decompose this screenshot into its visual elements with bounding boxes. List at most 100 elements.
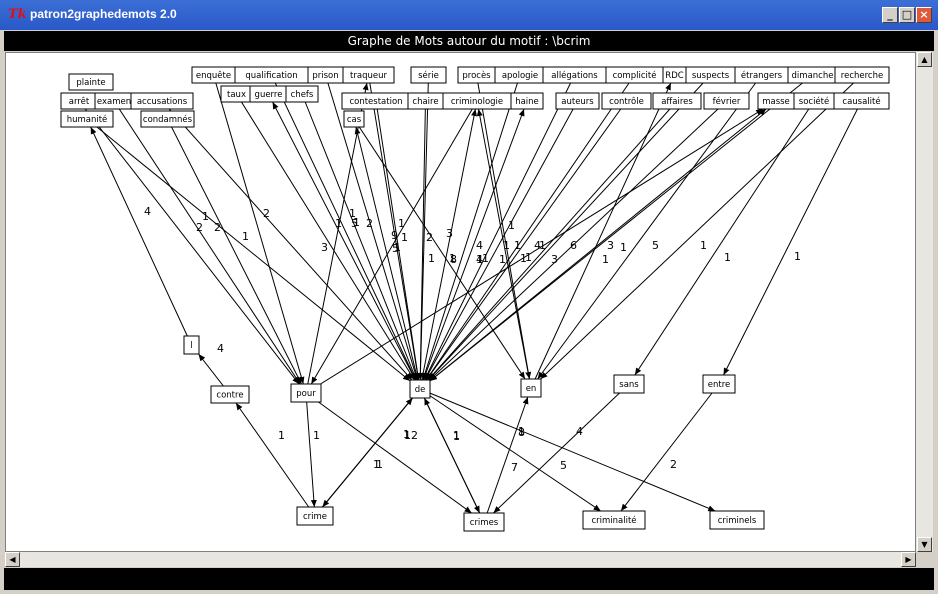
graph-edge-de-criminalite: [429, 395, 601, 512]
node-box: [210, 385, 250, 404]
graph-node-criminels[interactable]: criminels: [709, 510, 765, 530]
graph-node-prison[interactable]: prison: [307, 66, 344, 84]
edge-weight-label: 1: [499, 253, 506, 266]
graph-node-enquete[interactable]: enquête: [191, 66, 236, 84]
graph-node-contestation[interactable]: contestation: [341, 92, 411, 110]
edge-weight-label: 8: [450, 253, 457, 266]
edge-weight-label: 1: [353, 216, 360, 229]
node-label: pour: [296, 389, 316, 399]
graph-header-bar: Graphe de Mots autour du motif : \bcrim: [4, 31, 934, 51]
graph-edge-crime-contre: [235, 402, 310, 508]
graph-edge-apologie-de: [422, 82, 518, 381]
edge-weight-label: 4: [144, 205, 151, 218]
graph-node-crime[interactable]: crime: [296, 506, 334, 526]
graph-node-recherche[interactable]: recherche: [834, 66, 890, 84]
scroll-left-button[interactable]: ◀: [5, 552, 20, 567]
node-label: en: [526, 384, 537, 394]
graph-node-suspects[interactable]: suspects: [685, 66, 736, 84]
graph-node-masse[interactable]: masse: [757, 92, 795, 110]
edge-weight-label: 2: [670, 458, 677, 471]
graph-node-complicite[interactable]: complicité: [605, 66, 664, 84]
graph-edge-cas-en: [358, 126, 526, 380]
node-label: criminalité: [591, 515, 636, 526]
graph-node-accusations[interactable]: accusations: [130, 92, 194, 110]
graph-node-contre[interactable]: contre: [210, 385, 250, 404]
graph-edge-l-humanite: [90, 126, 188, 337]
node-label: arrêt: [69, 96, 90, 107]
graph-node-criminologie[interactable]: criminologie: [442, 92, 512, 110]
graph-node-arret[interactable]: arrêt: [60, 92, 98, 110]
edge-weight-label: 1: [449, 252, 456, 265]
graph-node-societe[interactable]: société: [793, 92, 835, 110]
graph-node-haine[interactable]: haine: [510, 92, 544, 110]
graph-edge-controle-de: [426, 108, 622, 381]
maximize-button[interactable]: □: [899, 7, 915, 23]
node-label: criminologie: [451, 97, 503, 107]
graph-node-auteurs[interactable]: auteurs: [555, 92, 600, 110]
graph-edge-prison-de: [327, 82, 419, 381]
node-label: criminels: [718, 516, 757, 526]
scroll-right-button[interactable]: ▶: [901, 552, 916, 567]
graph-node-humanite[interactable]: humanité: [60, 110, 114, 128]
scroll-up-button[interactable]: ▲: [917, 52, 932, 67]
node-box: [296, 506, 334, 526]
node-label: RDC: [665, 71, 683, 81]
edge-weight-label: 1: [476, 253, 483, 266]
graph-node-qualification[interactable]: qualification: [234, 66, 309, 84]
graph-edge-proces-en: [477, 82, 532, 380]
node-box: [520, 378, 542, 398]
edge-weight-label: 4: [217, 342, 224, 355]
graph-edge-de-criminels: [429, 392, 716, 512]
node-label: allégations: [551, 70, 598, 81]
graph-node-sans[interactable]: sans: [613, 374, 645, 394]
graph-node-chaire[interactable]: chaire: [407, 92, 444, 110]
graph-node-etrangers[interactable]: étrangers: [734, 66, 789, 84]
graph-node-apologie[interactable]: apologie: [494, 66, 546, 84]
graph-node-entre[interactable]: entre: [702, 374, 736, 394]
node-label: de: [415, 385, 426, 395]
graph-node-guerre[interactable]: guerre: [249, 85, 288, 103]
graph-node-proces[interactable]: procès: [457, 66, 496, 84]
graph-edge-en-criminologie: [476, 108, 530, 380]
edge-weight-label: 4: [576, 425, 583, 438]
edge-weight-label: 5: [652, 239, 659, 252]
graph-node-dimanche[interactable]: dimanche: [787, 66, 838, 84]
vertical-scrollbar[interactable]: ▲ ▼: [916, 52, 933, 552]
node-box: [342, 66, 395, 84]
graph-node-pour[interactable]: pour: [290, 383, 322, 403]
graph-node-de[interactable]: de: [409, 379, 431, 399]
graph-node-controle[interactable]: contrôle: [601, 92, 652, 110]
node-box: [183, 335, 200, 355]
graph-node-allegations[interactable]: allégations: [542, 66, 607, 84]
graph-node-rdc[interactable]: RDC: [662, 66, 687, 84]
graph-node-chefs[interactable]: chefs: [285, 85, 319, 103]
graph-node-l[interactable]: l: [183, 335, 200, 355]
node-label: humanité: [67, 114, 108, 125]
graph-node-en[interactable]: en: [520, 378, 542, 398]
graph-node-serie[interactable]: série: [410, 66, 447, 84]
graph-node-examen[interactable]: examen: [94, 92, 134, 110]
graph-node-plainte[interactable]: plainte: [68, 73, 114, 91]
graph-node-fevrier[interactable]: février: [703, 92, 750, 110]
graph-node-causalite[interactable]: causalité: [833, 92, 890, 110]
edge-weight-label: 3: [607, 239, 614, 252]
graph-node-taux[interactable]: taux: [220, 85, 253, 103]
scroll-down-button[interactable]: ▼: [917, 537, 932, 552]
graph-node-crimes[interactable]: crimes: [463, 512, 505, 532]
graph-edge-examen-pour: [118, 108, 301, 385]
minimize-button[interactable]: _: [882, 7, 898, 23]
graph-node-criminalite[interactable]: criminalité: [582, 510, 646, 530]
graph-edge-chaire-de: [417, 108, 426, 381]
graph-node-traqueur[interactable]: traqueur: [342, 66, 395, 84]
edge-weight-label: 1: [620, 241, 627, 254]
graph-node-cas[interactable]: cas: [343, 110, 365, 128]
horizontal-scrollbar[interactable]: ◀ ▶: [5, 552, 916, 567]
node-box: [60, 110, 114, 128]
graph-node-condamnes[interactable]: condamnés: [140, 110, 195, 128]
node-box: [652, 92, 702, 110]
edge-weight-label: 3: [551, 253, 558, 266]
graph-node-affaires[interactable]: affaires: [652, 92, 702, 110]
close-button[interactable]: ×: [916, 7, 932, 23]
